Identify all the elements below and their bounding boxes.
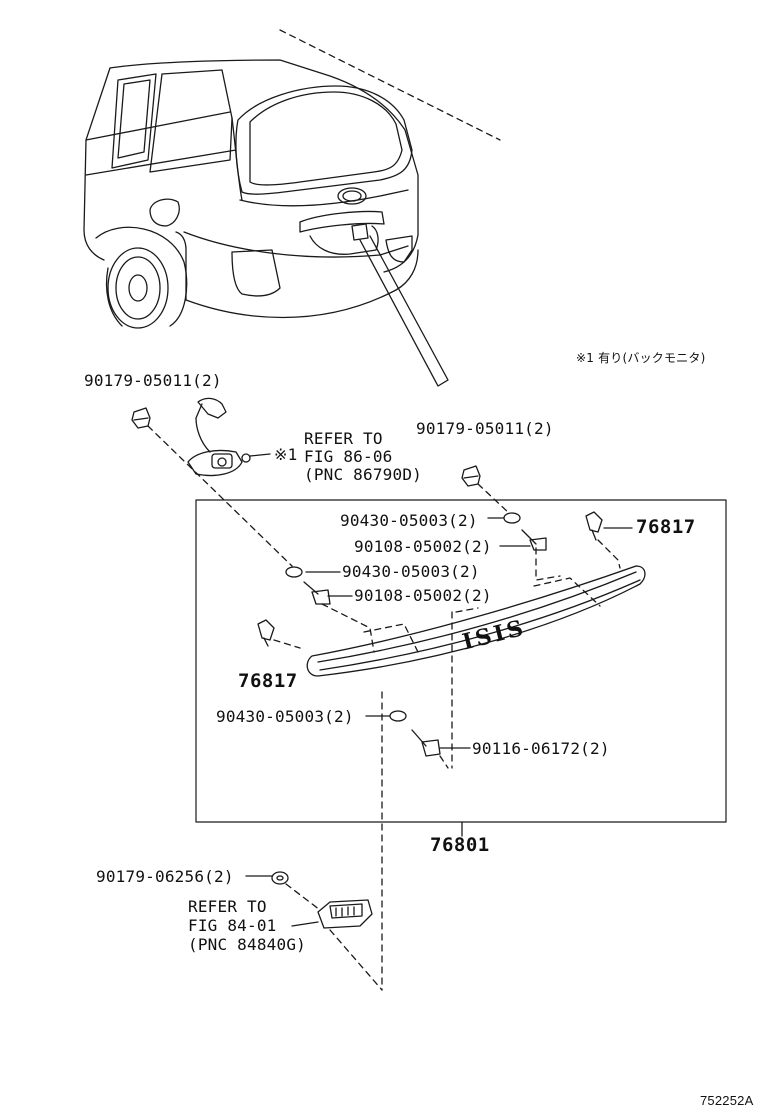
label-76801: 76801 xyxy=(430,834,490,856)
screw-b-icon xyxy=(303,581,331,605)
label-refer-2-line2: FIG 84-01 xyxy=(188,916,277,935)
label-90116-06172: 90116-06172(2) xyxy=(472,739,610,758)
clip-90179-right-icon xyxy=(461,465,481,487)
bolt-90116-icon xyxy=(411,729,441,757)
clip-90179-06256-icon xyxy=(271,871,289,885)
clip-76817-left-icon xyxy=(257,619,275,647)
label-90179-05011-left: 90179-05011(2) xyxy=(84,371,222,390)
note-text: ※1 有り(バックモニタ) xyxy=(576,351,706,365)
label-90108-05002-b: 90108-05002(2) xyxy=(354,586,492,605)
label-90430-05003-b: 90430-05003(2) xyxy=(342,562,480,581)
label-90430-05003-c: 90430-05003(2) xyxy=(216,707,354,726)
washer-b-icon xyxy=(285,566,303,578)
vehicle-rear-illustration xyxy=(83,29,501,387)
label-90430-05003-a: 90430-05003(2) xyxy=(340,511,478,530)
back-door-garnish xyxy=(306,565,646,677)
diagram-code: 752252A xyxy=(700,1093,754,1108)
screw-a-icon xyxy=(521,529,547,551)
back-camera-illustration xyxy=(187,397,271,477)
license-lamp-illustration xyxy=(317,899,373,929)
label-90108-05002-a: 90108-05002(2) xyxy=(354,537,492,556)
clip-76817-right-icon xyxy=(585,511,603,541)
label-refer-2-line1: REFER TO xyxy=(188,897,267,916)
label-76817-right: 76817 xyxy=(636,516,696,538)
washer-a-icon xyxy=(503,512,521,524)
clip-90179-left-icon xyxy=(131,407,151,429)
label-refer-2-line3: (PNC 84840G) xyxy=(188,935,306,954)
washer-c-icon xyxy=(389,710,407,722)
label-76817-left: 76817 xyxy=(238,670,298,692)
label-refer-1-line2: FIG 86-06 xyxy=(304,447,393,466)
label-90179-05011-right: 90179-05011(2) xyxy=(416,419,554,438)
assembly-frame xyxy=(195,499,727,823)
label-refer-1-line1: REFER TO xyxy=(304,429,383,448)
mark-1: ※1 xyxy=(274,445,298,464)
label-refer-1-line3: (PNC 86790D) xyxy=(304,465,422,484)
label-90179-06256: 90179-06256(2) xyxy=(96,867,234,886)
